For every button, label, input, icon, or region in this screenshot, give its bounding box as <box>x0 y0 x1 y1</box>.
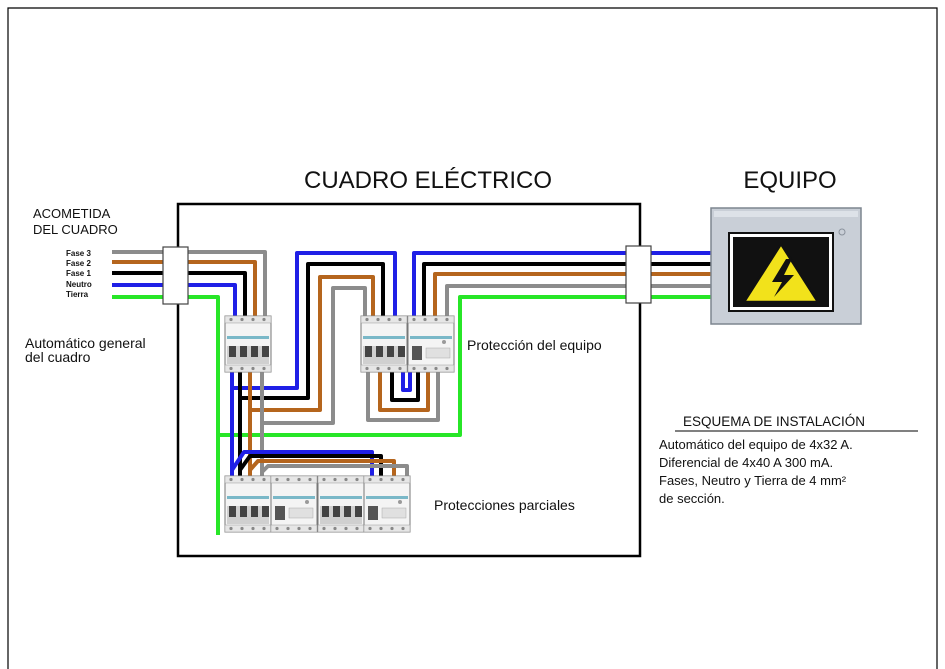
page-border <box>7 7 938 669</box>
partial-rcd-1 <box>270 475 318 533</box>
wire-fase1-incoming <box>112 271 247 318</box>
supply-label-line1: ACOMETIDA <box>33 206 111 221</box>
main-breaker <box>224 315 272 373</box>
equipment-breaker <box>360 315 408 373</box>
wire-tierra-to-device <box>218 295 715 437</box>
wire-label-fase2: Fase 2 <box>66 259 91 268</box>
scheme-line-2: Diferencial de 4x40 A 300 mA. <box>659 455 833 470</box>
partial-rcd-2 <box>363 475 411 533</box>
wire-label-tierra: Tierra <box>66 290 89 299</box>
wire-neutro-loop <box>401 372 412 392</box>
wire-fase2-to-device <box>433 272 715 318</box>
wire-fase3-partial-bus <box>260 464 409 478</box>
partial-protections-label: Protecciones parciales <box>434 497 575 513</box>
panel-title: CUADRO ELÉCTRICO <box>304 167 552 194</box>
main-breaker-label-line1: Automático general <box>25 335 146 351</box>
equipment-box <box>710 207 862 325</box>
wire-label-fase3: Fase 3 <box>66 249 91 258</box>
wire-fase2-partial-bus <box>248 459 396 478</box>
wire-fase2-loop <box>378 372 430 412</box>
wire-fase2-to-equipment <box>248 275 375 412</box>
equipment-protection-label: Protección del equipo <box>467 337 602 353</box>
wire-fase1-to-equipment <box>238 262 385 400</box>
wire-fase1-loop <box>390 372 420 402</box>
wire-fase3-to-equipment <box>260 286 367 425</box>
main-breaker-label-line2: del cuadro <box>25 349 91 365</box>
partial-breaker-1 <box>224 475 272 533</box>
equipment-title: EQUIPO <box>743 167 836 194</box>
scheme-line-1: Automático del equipo de 4x32 A. <box>659 437 853 452</box>
wire-fase3-to-device <box>445 284 715 318</box>
scheme-line-3: Fases, Neutro y Tierra de 4 mm² <box>659 473 847 488</box>
panel-enclosure <box>176 202 642 558</box>
high-voltage-warning-icon <box>742 242 820 304</box>
wire-neutro-to-device <box>412 251 715 318</box>
wire-label-fase1: Fase 1 <box>66 269 91 278</box>
wire-tierra-main <box>112 295 220 535</box>
equipment-rcd <box>407 315 455 373</box>
wire-fase1-to-device <box>422 262 715 318</box>
wire-fase3-loop <box>366 372 440 422</box>
wire-neutro-incoming <box>112 283 237 318</box>
wire-fase2-incoming <box>112 260 257 318</box>
cable-gland-inlet <box>162 246 189 305</box>
scheme-line-4: de sección. <box>659 491 725 506</box>
partial-breaker-2 <box>317 475 365 533</box>
scheme-heading: ESQUEMA DE INSTALACIÓN <box>683 414 865 429</box>
supply-label-line2: DEL CUADRO <box>33 222 118 237</box>
wire-label-neutro: Neutro <box>66 280 92 289</box>
cable-gland-outlet <box>625 245 652 304</box>
